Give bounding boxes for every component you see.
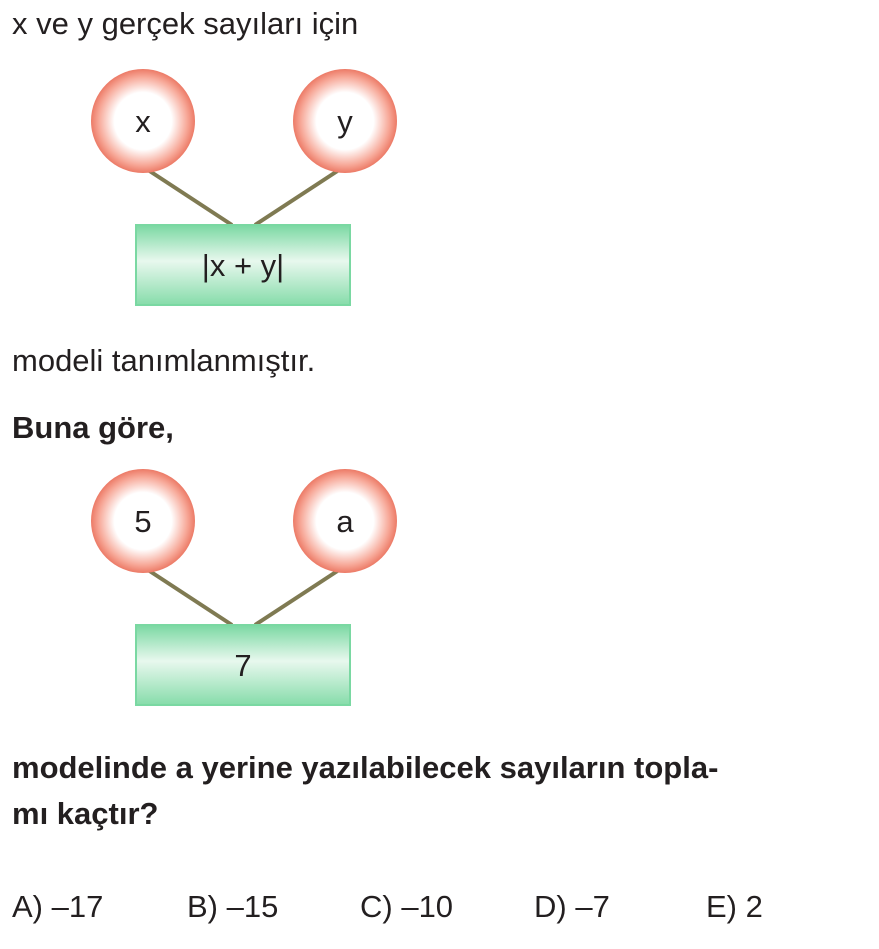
intro-text: x ve y gerçek sayıları için [12, 6, 359, 41]
circle-label-y: y [337, 104, 353, 139]
output-box [135, 224, 351, 306]
circle-label-5: 5 [134, 504, 151, 539]
option-b[interactable]: B) –15 [187, 889, 279, 924]
connector-left [143, 566, 234, 627]
option-e[interactable]: E) 2 [706, 889, 763, 924]
lead-text: Buna göre, [12, 410, 174, 445]
defined-text: modeli tanımlanmıştır. [12, 343, 316, 378]
option-c[interactable]: C) –10 [360, 889, 454, 924]
input-circle-y [293, 69, 397, 173]
question-line-2: mı kaçtır? [12, 796, 159, 831]
question-line-1: modelinde a yerine yazılabilecek sayılar… [12, 750, 719, 785]
input-circle-5 [91, 469, 195, 573]
connector-right [253, 166, 344, 227]
model-diagram-1: x y |x + y| [91, 69, 397, 306]
model-diagram-2: 5 a 7 [91, 469, 397, 706]
circle-label-x: x [135, 104, 151, 139]
input-circle-a [293, 469, 397, 573]
box-label: |x + y| [202, 248, 284, 283]
connector-right [253, 566, 344, 627]
option-d[interactable]: D) –7 [534, 889, 610, 924]
box-label: 7 [234, 648, 251, 683]
connector-left [143, 166, 234, 227]
option-a[interactable]: A) –17 [12, 889, 104, 924]
circle-label-a: a [336, 504, 354, 539]
output-box [135, 624, 351, 706]
input-circle-x [91, 69, 195, 173]
